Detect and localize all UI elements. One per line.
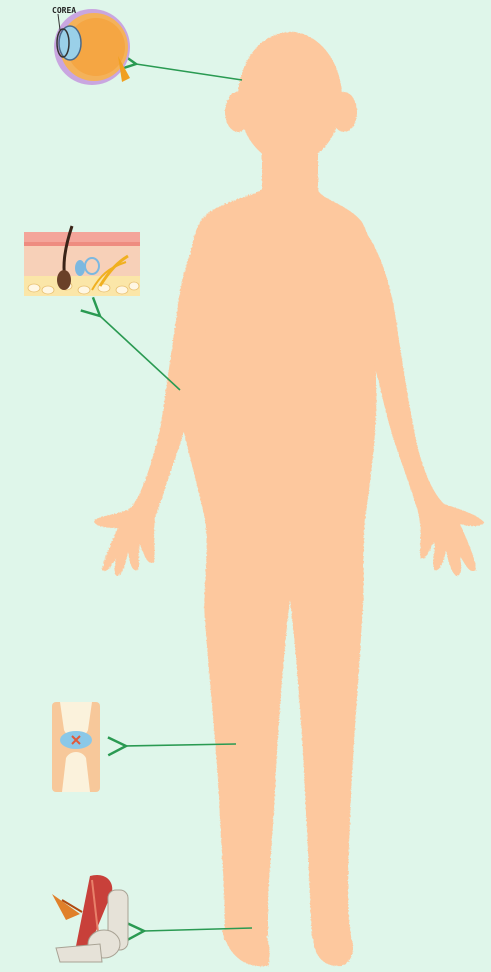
arrow-eye (136, 64, 242, 80)
ankle-illustration (52, 875, 128, 962)
body-silhouette (94, 32, 484, 966)
skin-illustration (24, 226, 140, 296)
eye-cornea-label: COREA (52, 6, 76, 15)
knee-illustration (52, 702, 100, 792)
eye-illustration: COREA (52, 6, 130, 85)
arrow-skin (100, 316, 180, 390)
